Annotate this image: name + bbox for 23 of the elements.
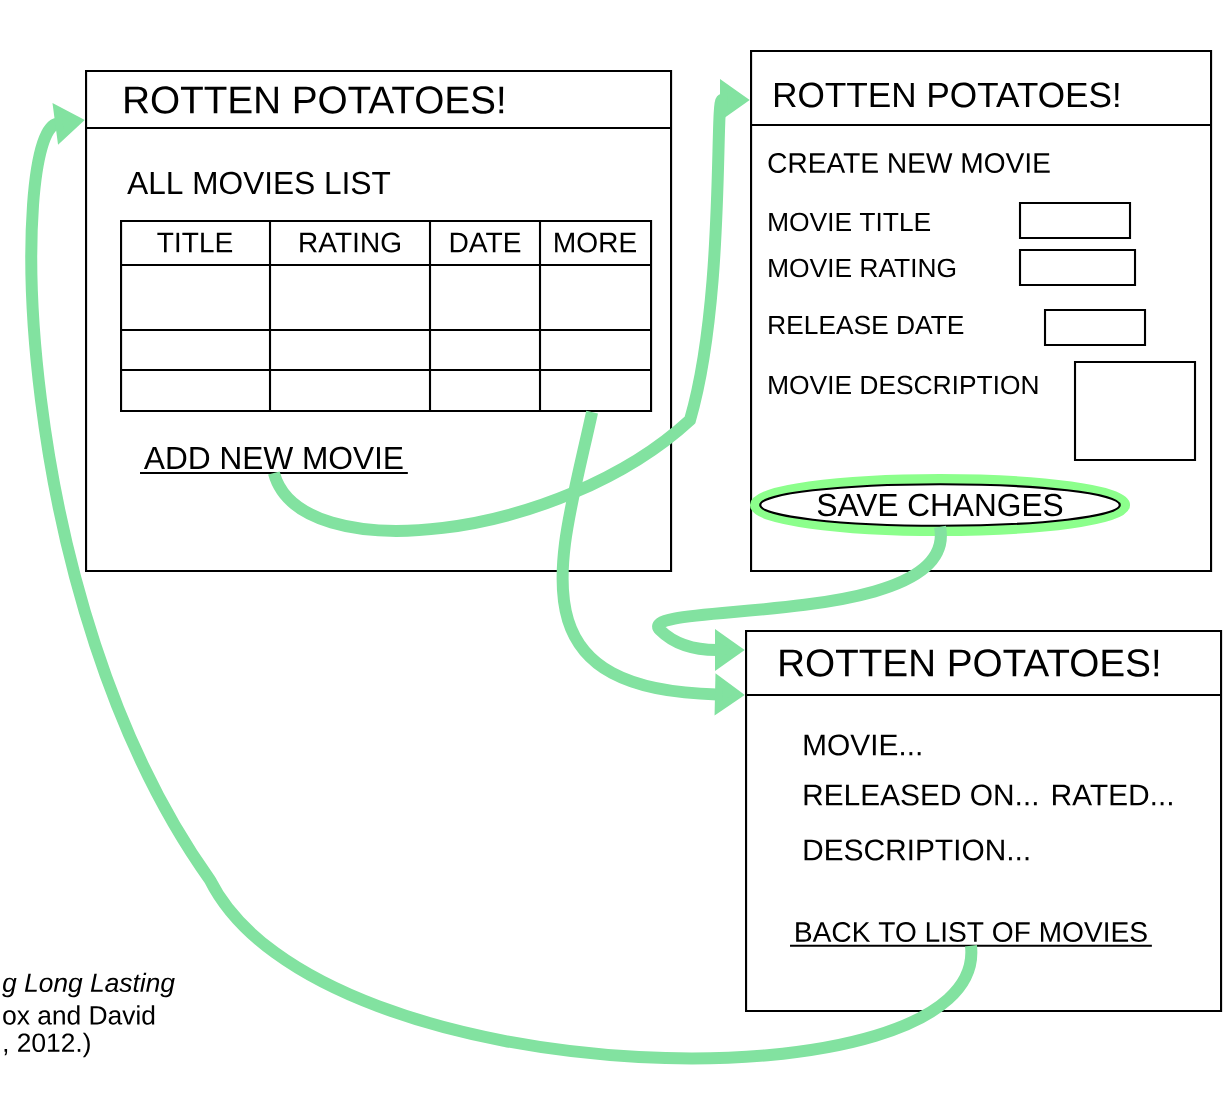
caption-text: , 2012.): [4, 1032, 90, 1058]
page-text: DESCRIPTION...: [804, 839, 1029, 861]
page-text: MOVIE...: [804, 734, 921, 756]
page-title: ROTTEN POTATOES!: [780, 649, 1159, 677]
column-header: MORE: [555, 232, 636, 253]
form-label: MOVIE DESCRIPTION: [769, 375, 1038, 395]
column-header: TITLE: [157, 232, 233, 253]
column-header: DATE: [450, 232, 521, 253]
caption-text: ox and David: [3, 1005, 155, 1025]
page-text: CREATE NEW MOVIE: [768, 153, 1050, 173]
form-label: MOVIE TITLE: [769, 212, 931, 232]
page-text: ALL MOVIES LIST: [127, 171, 391, 195]
link: ADD NEW MOVIE: [140, 446, 408, 475]
page-text: RELEASED ON... RATED...: [804, 784, 1172, 806]
arrow: [25, 103, 977, 1064]
column-header: RATING: [300, 232, 400, 253]
caption-text: g Long Lasting: [2, 972, 175, 998]
page-title: ROTTEN POTATOES!: [125, 86, 504, 114]
form-label: MOVIE RATING: [769, 258, 956, 278]
link: BACK TO LIST OF MOVIES: [790, 922, 1152, 947]
save-button: SAVE CHANGES: [749, 473, 1131, 537]
page-title: ROTTEN POTATOES!: [775, 82, 1119, 108]
form-label: RELEASE DATE: [769, 315, 964, 335]
